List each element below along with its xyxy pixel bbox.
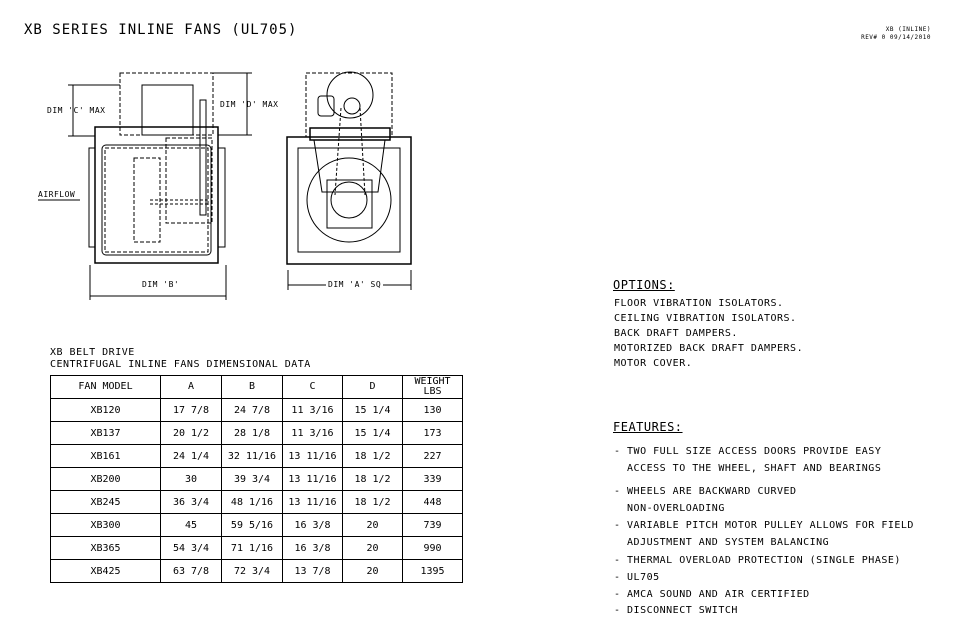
dim-a-label: DIM 'A' SQ (326, 280, 384, 289)
dim-d-label: DIM 'D' MAX (220, 100, 279, 109)
side-view (38, 72, 252, 300)
option-item: BACK DRAFT DAMPERS. (614, 328, 738, 339)
table-cell: 45 (160, 513, 222, 537)
table-cell: 990 (402, 536, 463, 560)
table-cell: 18 1/2 (342, 490, 403, 514)
table-cell: 11 3/16 (282, 421, 343, 445)
table-title: XB BELT DRIVE (50, 347, 135, 358)
option-item: CEILING VIBRATION ISOLATORS. (614, 313, 797, 324)
table-cell: 227 (402, 444, 463, 468)
table-cell: XB200 (50, 467, 161, 491)
option-item: MOTOR COVER. (614, 358, 693, 369)
table-subtitle: CENTRIFUGAL INLINE FANS DIMENSIONAL DATA (50, 359, 311, 370)
features-heading: FEATURES: (613, 420, 683, 434)
rev-line-1: XB (INLINE) (885, 26, 931, 33)
table-cell: 63 7/8 (160, 559, 222, 583)
header-fan-model: FAN MODEL (50, 375, 161, 399)
header-b: B (221, 375, 283, 399)
table-cell: 59 5/16 (221, 513, 283, 537)
feature-item: NON-OVERLOADING (614, 503, 725, 514)
rev-line-2: REV# 0 09/14/2010 (861, 34, 931, 41)
table-cell: 13 11/16 (282, 467, 343, 491)
table-cell: 20 1/2 (160, 421, 222, 445)
table-cell: XB120 (50, 398, 161, 422)
table-cell: 130 (402, 398, 463, 422)
table-cell: 48 1/16 (221, 490, 283, 514)
table-cell: 16 3/8 (282, 513, 343, 537)
header-c: C (282, 375, 343, 399)
feature-item: - THERMAL OVERLOAD PROTECTION (SINGLE PH… (614, 555, 901, 566)
option-item: FLOOR VIBRATION ISOLATORS. (614, 298, 784, 309)
table-cell: 24 1/4 (160, 444, 222, 468)
table-cell: XB300 (50, 513, 161, 537)
table-cell: XB245 (50, 490, 161, 514)
table-cell: 36 3/4 (160, 490, 222, 514)
table-cell: 71 1/16 (221, 536, 283, 560)
feature-item: - VARIABLE PITCH MOTOR PULLEY ALLOWS FOR… (614, 520, 914, 531)
table-cell: 39 3/4 (221, 467, 283, 491)
table-cell: 20 (342, 559, 403, 583)
table-cell: 13 11/16 (282, 444, 343, 468)
airflow-label: AIRFLOW (38, 190, 76, 199)
table-cell: 54 3/4 (160, 536, 222, 560)
header-a: A (160, 375, 222, 399)
table-cell: 739 (402, 513, 463, 537)
header-weight-2: LBS (423, 386, 442, 397)
table-cell: 17 7/8 (160, 398, 222, 422)
option-item: MOTORIZED BACK DRAFT DAMPERS. (614, 343, 804, 354)
table-cell: XB425 (50, 559, 161, 583)
table-cell: XB365 (50, 536, 161, 560)
feature-item: - UL705 (614, 572, 660, 583)
table-cell: XB137 (50, 421, 161, 445)
dim-c-label: DIM 'C' MAX (47, 106, 106, 115)
front-view (286, 71, 412, 290)
options-heading: OPTIONS: (613, 278, 675, 292)
table-cell: 13 11/16 (282, 490, 343, 514)
table-cell: 1395 (402, 559, 463, 583)
revision-block: XB (INLINE) REV# 0 09/14/2010 (861, 26, 931, 42)
table-cell: 20 (342, 536, 403, 560)
feature-item: - TWO FULL SIZE ACCESS DOORS PROVIDE EAS… (614, 446, 882, 457)
table-cell: 15 1/4 (342, 398, 403, 422)
table-cell: 15 1/4 (342, 421, 403, 445)
feature-item: ADJUSTMENT AND SYSTEM BALANCING (614, 537, 830, 548)
header-d: D (342, 375, 403, 399)
page-title: XB SERIES INLINE FANS (UL705) (24, 22, 298, 38)
table-cell: 13 7/8 (282, 559, 343, 583)
feature-item: ACCESS TO THE WHEEL, SHAFT AND BEARINGS (614, 463, 882, 474)
table-cell: 18 1/2 (342, 444, 403, 468)
table-cell: 11 3/16 (282, 398, 343, 422)
table-cell: 20 (342, 513, 403, 537)
table-cell: XB161 (50, 444, 161, 468)
table-cell: 173 (402, 421, 463, 445)
table-cell: 24 7/8 (221, 398, 283, 422)
table-cell: 18 1/2 (342, 467, 403, 491)
feature-item: - AMCA SOUND AND AIR CERTIFIED (614, 589, 810, 600)
dim-b-label: DIM 'B' (140, 280, 182, 289)
table-cell: 32 11/16 (221, 444, 283, 468)
table-cell: 72 3/4 (221, 559, 283, 583)
table-cell: 28 1/8 (221, 421, 283, 445)
feature-item: - DISCONNECT SWITCH (614, 605, 738, 616)
feature-item: - WHEELS ARE BACKWARD CURVED (614, 486, 797, 497)
table-cell: 30 (160, 467, 222, 491)
header-weight-1: WEIGHT (414, 376, 451, 387)
table-cell: 339 (402, 467, 463, 491)
table-cell: 448 (402, 490, 463, 514)
table-cell: 16 3/8 (282, 536, 343, 560)
